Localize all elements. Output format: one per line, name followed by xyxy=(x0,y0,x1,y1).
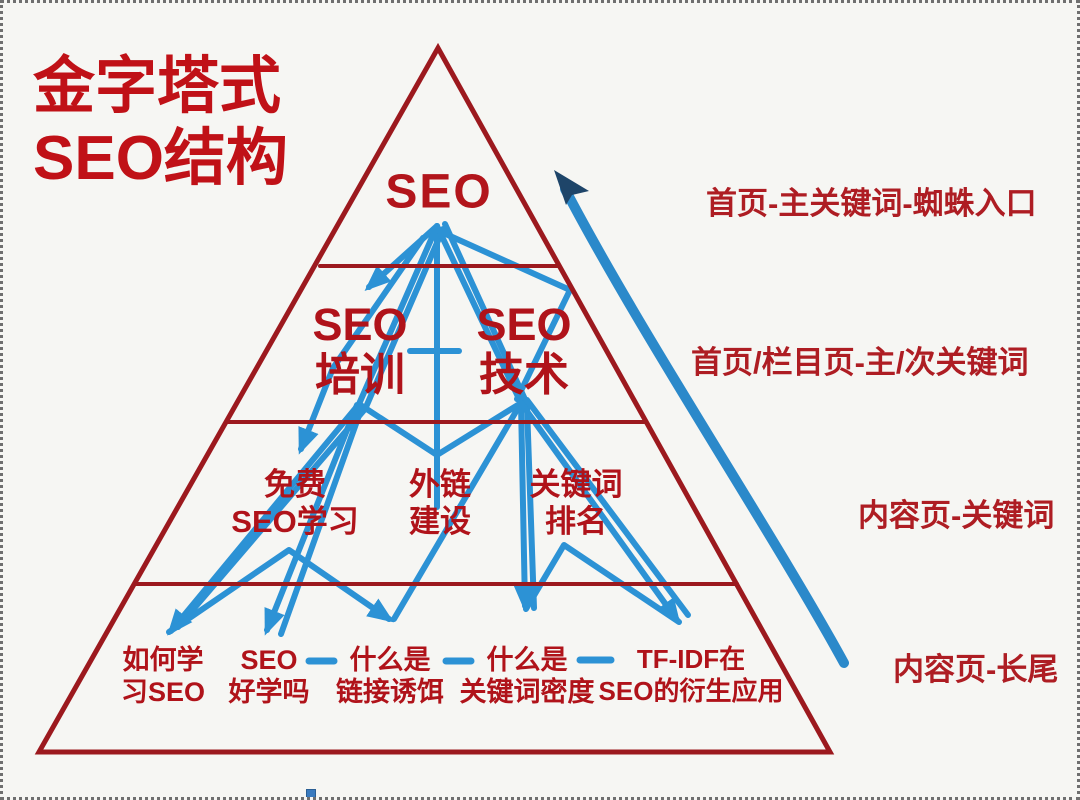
level3-item-keyword-ranking: 关键词 排名 xyxy=(530,466,623,540)
item-line: SEO学习 xyxy=(231,504,359,539)
item-line: 什么是 xyxy=(486,645,568,675)
annotation-content-page-longtail: 内容页-长尾 xyxy=(893,652,1059,687)
item-line: 建设 xyxy=(409,504,471,539)
level3-item-free-seo-learning: 免费 SEO学习 xyxy=(231,466,358,540)
item-line: 关键词 xyxy=(529,467,623,502)
item-line: 习SEO xyxy=(120,677,206,707)
item-line: 免费 xyxy=(264,467,326,502)
item-line: 培训 xyxy=(314,349,406,400)
level4-item-what-is-link-bait: 什么是 链接诱饵 xyxy=(336,644,444,708)
page-title-line2: SEO结构 xyxy=(33,124,288,193)
item-line: 关键词密度 xyxy=(459,677,595,707)
annotation-content-page-keyword: 内容页-关键词 xyxy=(858,498,1055,533)
item-line: 什么是 xyxy=(349,645,431,675)
annotation-column-page-keywords: 首页/栏目页-主/次关键词 xyxy=(691,345,1029,380)
item-line: SEO xyxy=(312,299,408,350)
level1-label: SEO xyxy=(385,165,493,219)
level3-item-link-building: 外链 建设 xyxy=(409,466,471,540)
page-title: 金字塔式 SEO结构 xyxy=(33,51,288,195)
page-title-line1: 金字塔式 xyxy=(33,52,282,121)
selection-handle[interactable] xyxy=(306,789,316,797)
item-line: 链接诱饵 xyxy=(336,677,444,707)
item-line: TF-IDF在 xyxy=(636,644,746,674)
item-line: 技术 xyxy=(478,349,570,400)
item-line: 好学吗 xyxy=(228,677,310,707)
level2-item-seo-technique: SEO 技术 xyxy=(476,300,571,400)
internal-link-arrows xyxy=(166,221,691,665)
level4-item-tfidf-application: TF-IDF在 SEO的衍生应用 xyxy=(599,643,784,707)
level4-item-keyword-density: 什么是 关键词密度 xyxy=(460,644,595,708)
level2-item-seo-training: SEO 培训 xyxy=(312,300,407,400)
item-line: SEO xyxy=(240,645,298,675)
annotation-homepage-main-keyword: 首页-主关键词-蜘蛛入口 xyxy=(706,186,1037,221)
level4-item-how-to-learn-seo: 如何学 习SEO xyxy=(121,644,205,708)
item-line: 外链 xyxy=(409,467,471,502)
up-left-arrow xyxy=(554,170,849,668)
item-line: SEO的衍生应用 xyxy=(598,676,784,706)
item-line: 如何学 xyxy=(122,645,204,675)
level4-item-is-seo-easy: SEO 好学吗 xyxy=(229,644,310,708)
item-line: SEO xyxy=(476,299,572,350)
item-line: 排名 xyxy=(545,504,607,539)
